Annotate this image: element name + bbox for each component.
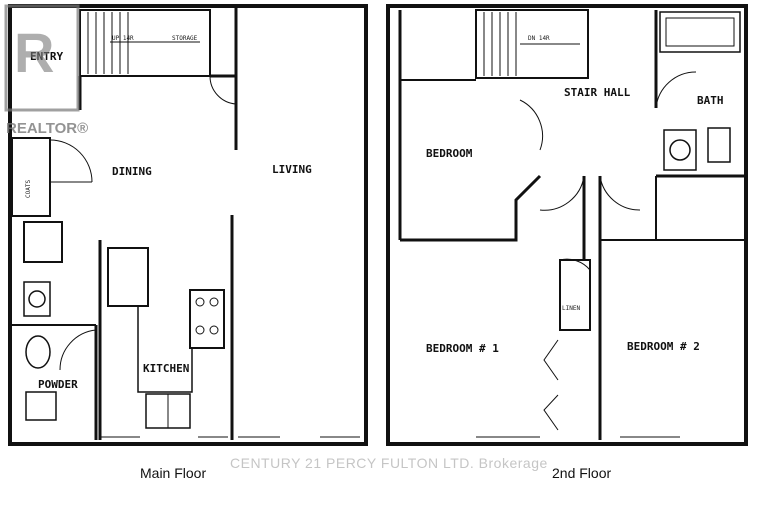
second-floor-labels: STAIR HALL BATH BEDROOM BEDROOM # 1 BEDR… <box>426 35 724 355</box>
realtor-logo-text: REALTOR® <box>6 120 89 137</box>
room-label-living: LIVING <box>272 163 312 176</box>
room-label-bedroom-2: BEDROOM # 2 <box>627 340 700 353</box>
stair-note-down: DN 14R <box>528 35 550 42</box>
realtor-logo: R <box>4 4 80 112</box>
main-floor-labels: ENTRY DINING LIVING KITCHEN POWDER COATS… <box>25 35 312 391</box>
room-label-dining: DINING <box>112 165 152 178</box>
brokerage-watermark: CENTURY 21 PERCY FULTON LTD. Brokerage <box>230 455 548 471</box>
room-label-bath: BATH <box>697 94 724 107</box>
main-floor-caption: Main Floor <box>140 465 207 481</box>
stair-note-up: UP 14R <box>112 35 134 42</box>
room-label-linen: LINEN <box>562 305 580 312</box>
svg-text:R: R <box>14 21 54 84</box>
stair-note-storage: STORAGE <box>172 35 198 42</box>
second-floor-caption: 2nd Floor <box>552 465 612 481</box>
room-label-kitchen: KITCHEN <box>143 362 189 375</box>
main-floor-plan <box>8 4 368 446</box>
room-label-bedroom: BEDROOM <box>426 147 473 160</box>
room-label-coats: COATS <box>25 180 32 198</box>
room-label-bedroom-1: BEDROOM # 1 <box>426 342 499 355</box>
room-label-entry: ENTRY <box>30 50 63 63</box>
room-label-stair-hall: STAIR HALL <box>564 86 631 99</box>
room-label-powder: POWDER <box>38 378 78 391</box>
second-floor-plan <box>386 4 748 446</box>
